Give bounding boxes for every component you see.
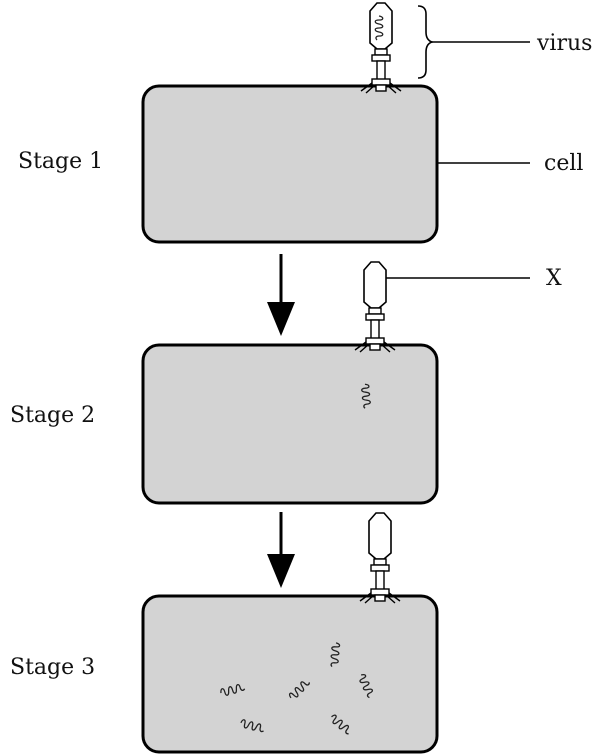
stage-2-label: Stage 2 — [10, 403, 95, 428]
stage-1-label: Stage 1 — [18, 149, 103, 174]
down-arrow-icon — [267, 254, 295, 336]
cell-stage-3 — [141, 594, 439, 754]
cell-stage-1 — [141, 84, 439, 244]
virus-icon — [354, 261, 396, 353]
virus-icon — [359, 512, 401, 604]
cell-label: cell — [544, 151, 583, 176]
brace-icon — [417, 5, 435, 79]
down-arrow-icon — [267, 512, 295, 588]
stage-3-label: Stage 3 — [10, 655, 95, 680]
cell-stage-2 — [141, 343, 439, 505]
x-label: X — [546, 266, 562, 291]
virus-label: virus — [536, 31, 592, 56]
